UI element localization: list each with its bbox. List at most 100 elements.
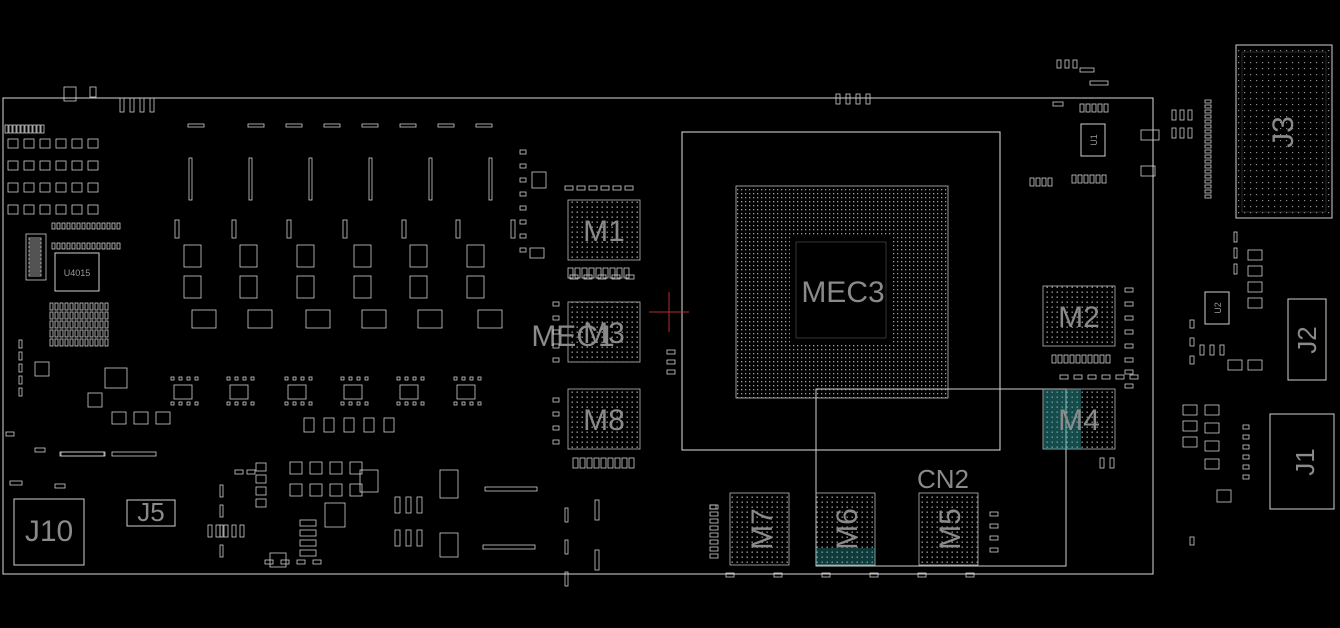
component-footprint (1124, 343, 1134, 349)
component-footprint (23, 204, 35, 215)
component-footprint (1204, 422, 1220, 434)
component-footprint (226, 401, 231, 406)
component-footprint (61, 242, 66, 250)
component-footprint (39, 160, 51, 171)
component-footprint (91, 222, 96, 230)
component-footprint (101, 222, 106, 230)
component-footprint (155, 411, 171, 425)
component-footprint (178, 401, 183, 406)
memory-chip-m2[interactable]: M2 (1042, 285, 1116, 347)
component-footprint (280, 559, 290, 565)
component-footprint (28, 273, 42, 277)
component-footprint (1105, 354, 1111, 364)
component-footprint (186, 376, 191, 381)
component-footprint (84, 311, 89, 320)
component-footprint (510, 219, 516, 239)
component-footprint (1124, 301, 1134, 307)
memory-chip-m5[interactable]: M5 (918, 492, 979, 566)
memory-chip-m7[interactable]: M7 (729, 492, 790, 566)
component-footprint (439, 532, 459, 558)
component-footprint (49, 338, 54, 347)
memory-chip-m6[interactable]: M6 (815, 492, 876, 566)
component-footprint (49, 311, 54, 320)
component-footprint (359, 469, 379, 493)
svg-text:M6: M6 (831, 508, 864, 550)
component-footprint (1242, 444, 1250, 450)
component-footprint (552, 425, 560, 431)
component-footprint (488, 157, 493, 201)
component-footprint (594, 549, 600, 571)
component-footprint (666, 349, 676, 355)
component-footprint (1204, 159, 1212, 164)
component-footprint (86, 242, 91, 250)
component-footprint (1187, 109, 1193, 121)
component-footprint (69, 329, 74, 338)
component-footprint (324, 502, 346, 528)
connector-j5[interactable]: J5 (126, 497, 176, 527)
ic-u2[interactable]: U2 (1204, 291, 1230, 325)
connector-j1[interactable]: J1 (1269, 413, 1335, 510)
component-footprint (71, 182, 83, 193)
component-footprint (7, 182, 19, 193)
component-footprint (74, 338, 79, 347)
svg-text:J5: J5 (137, 497, 164, 527)
component-footprint (1182, 420, 1198, 432)
component-footprint (552, 357, 560, 363)
component-footprint (96, 242, 101, 250)
component-footprint (87, 160, 99, 171)
component-footprint (34, 447, 46, 453)
component-footprint (340, 401, 345, 406)
component-footprint (989, 535, 999, 541)
component-footprint (600, 457, 607, 469)
component-footprint (343, 384, 363, 400)
component-footprint (255, 486, 267, 496)
component-footprint (54, 302, 59, 311)
connector-j2[interactable]: J2 (1287, 298, 1327, 381)
component-footprint (579, 457, 586, 469)
component-footprint (581, 267, 588, 279)
component-footprint (55, 138, 67, 149)
component-footprint (1187, 127, 1193, 139)
component-footprint (1077, 174, 1083, 184)
memory-chip-m4[interactable]: M4 (1042, 388, 1116, 450)
connector-j10[interactable]: J10 (13, 498, 85, 566)
component-footprint (74, 311, 79, 320)
component-footprint (25, 233, 47, 281)
component-footprint (111, 222, 116, 230)
svg-text:M4: M4 (1058, 404, 1100, 437)
ic-u4015[interactable]: U4015 (54, 252, 100, 292)
component-footprint (69, 302, 74, 311)
component-footprint (76, 242, 81, 250)
component-footprint (32, 124, 37, 134)
component-footprint (39, 138, 51, 149)
component-footprint (81, 242, 86, 250)
component-footprint (519, 219, 527, 225)
component-footprint (284, 376, 289, 381)
memory-chip-m8[interactable]: M8 (567, 388, 641, 450)
component-footprint (34, 361, 50, 377)
connector-j3[interactable]: J3 (1235, 44, 1333, 219)
gpu-package[interactable]: MEC3 (681, 131, 1001, 451)
component-footprint (628, 457, 635, 469)
component-footprint (308, 401, 313, 406)
component-footprint (40, 124, 45, 134)
component-footprint (219, 504, 224, 518)
component-footprint (709, 532, 719, 538)
ic-u1[interactable]: U1 (1080, 123, 1106, 157)
component-footprint (299, 519, 317, 527)
component-footprint (296, 244, 315, 268)
component-footprint (94, 338, 99, 347)
component-footprint (51, 222, 56, 230)
component-footprint (299, 539, 317, 547)
memory-chip-m3[interactable]: M3 (567, 301, 641, 363)
component-footprint (94, 329, 99, 338)
component-footprint (64, 320, 69, 329)
component-footprint (139, 97, 145, 113)
component-footprint (234, 469, 244, 475)
component-footprint (569, 274, 579, 280)
component-footprint (594, 499, 600, 521)
component-footprint (28, 124, 33, 134)
component-footprint (99, 320, 104, 329)
memory-chip-m1[interactable]: M1 (567, 199, 641, 261)
component-footprint (69, 338, 74, 347)
